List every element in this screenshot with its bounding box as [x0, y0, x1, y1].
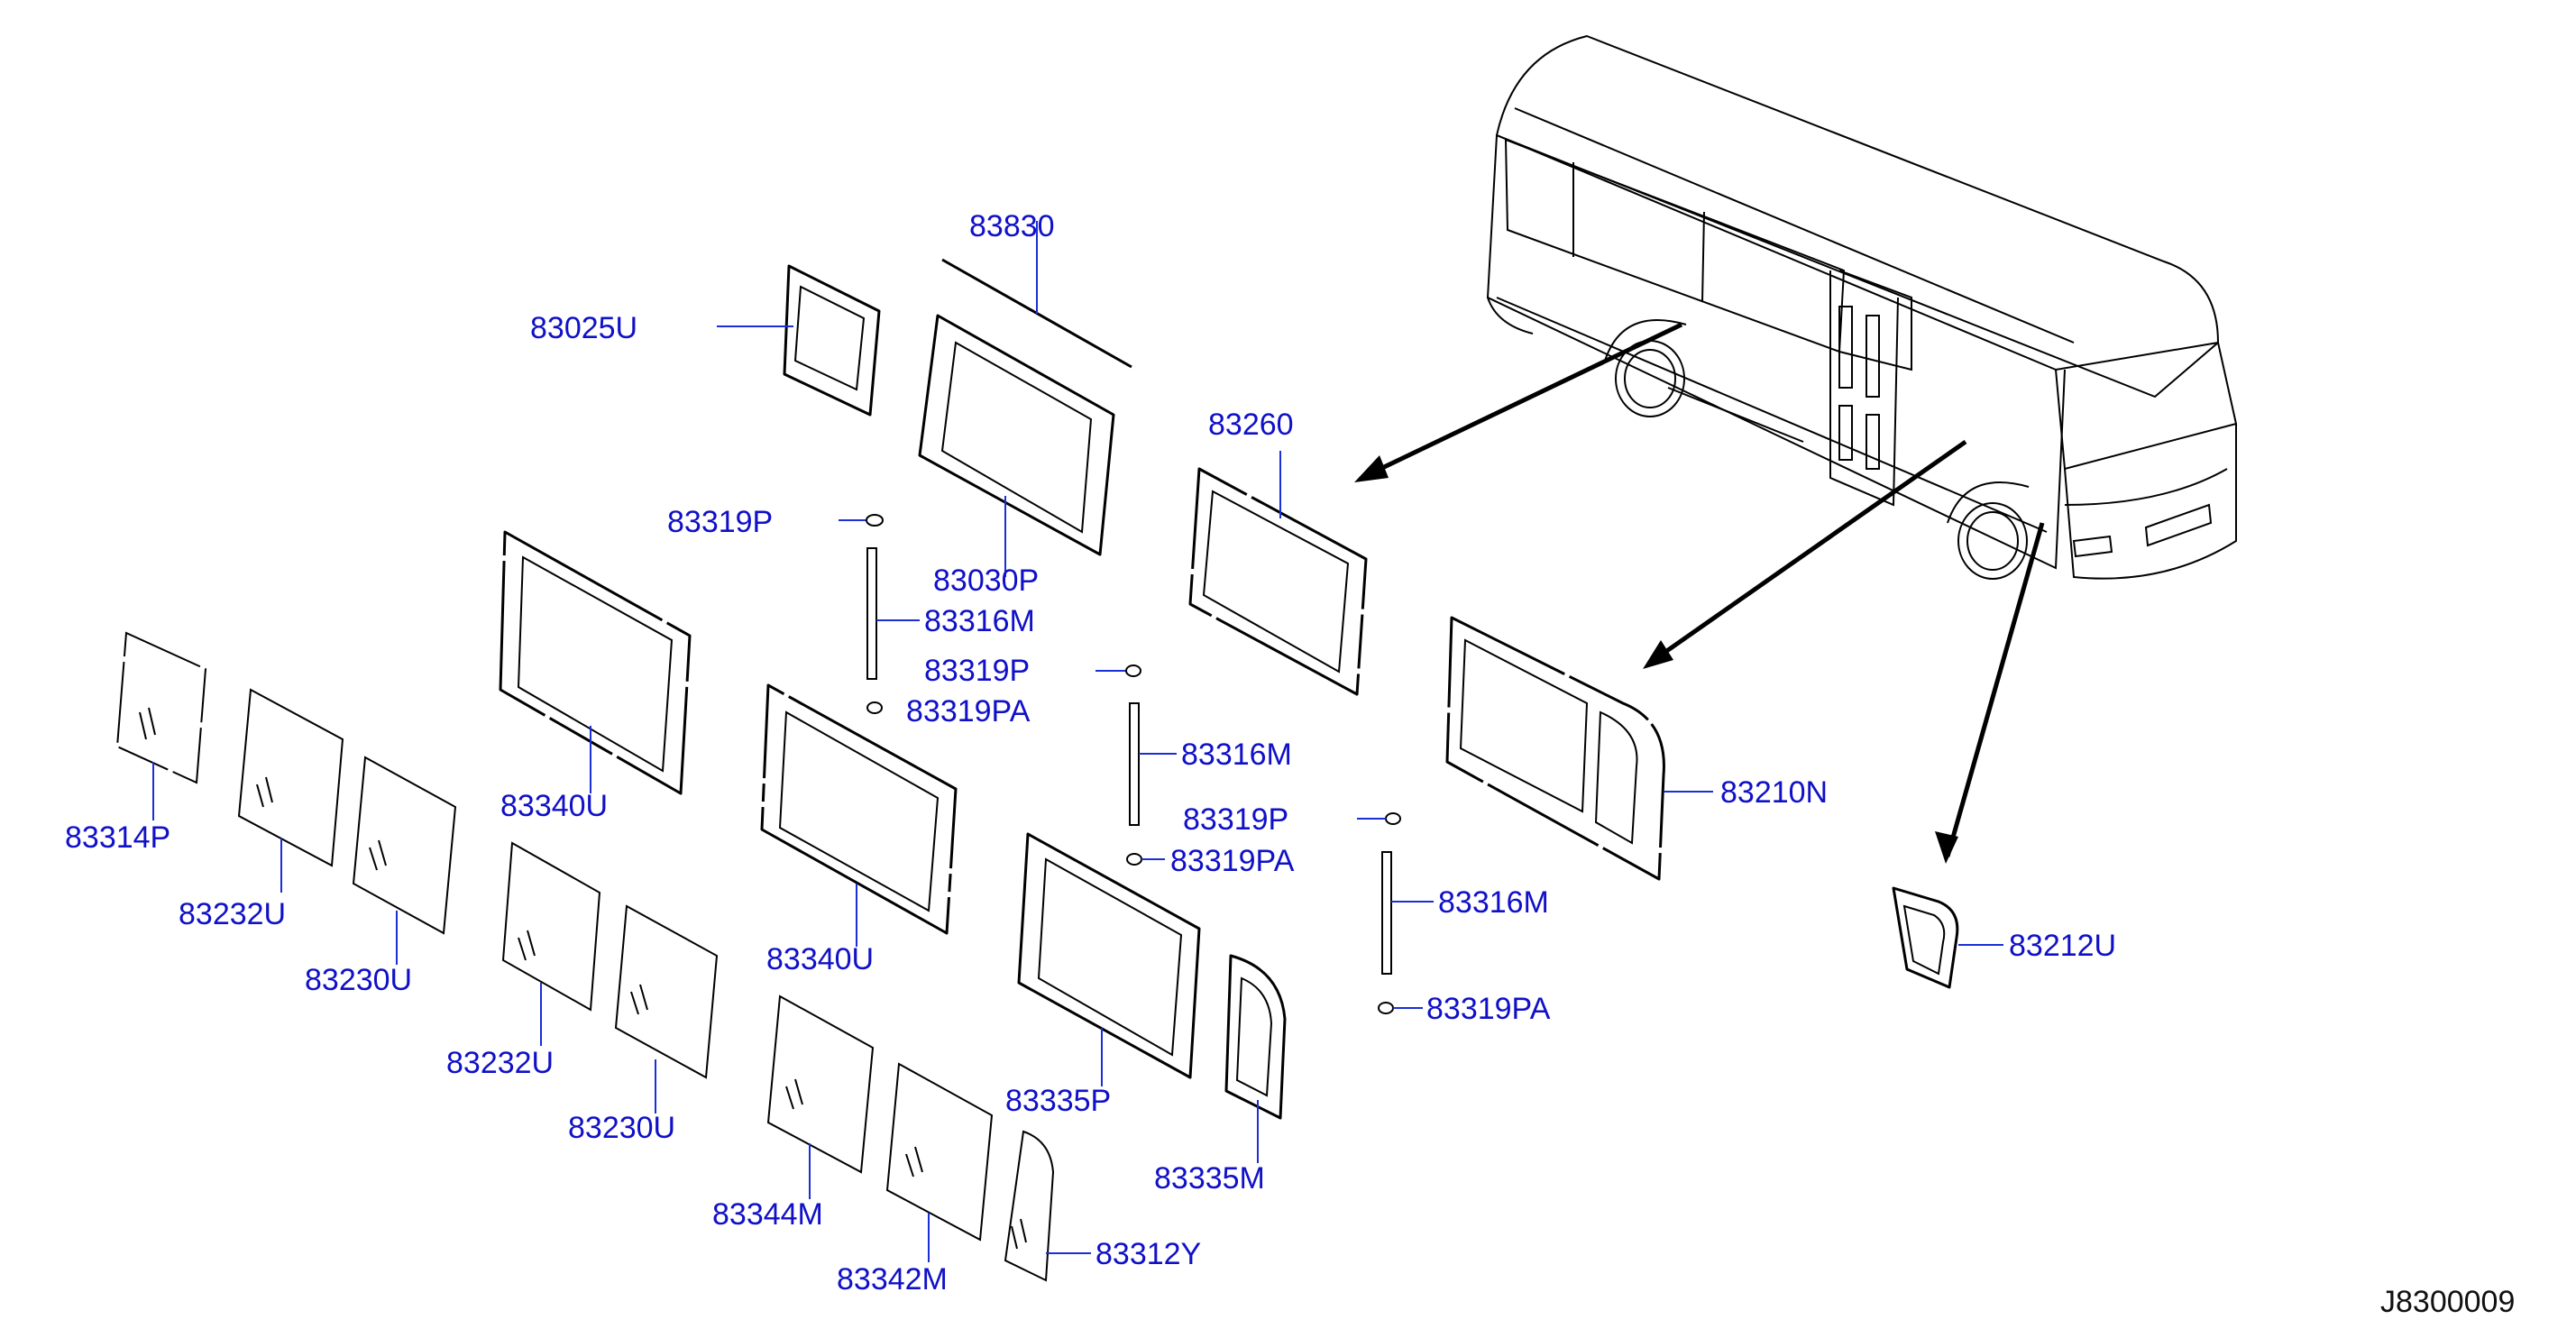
label-83314P[interactable]: 83314P [65, 820, 170, 855]
label-83319P-b[interactable]: 83319P [924, 654, 1030, 688]
clip-83319P-a [866, 514, 884, 527]
frame-83340U-b [760, 683, 958, 935]
label-83830[interactable]: 83830 [969, 209, 1055, 243]
label-83316M-c[interactable]: 83316M [1438, 885, 1549, 920]
bus-illustration [1486, 34, 2238, 580]
label-83210N[interactable]: 83210N [1720, 775, 1828, 810]
label-83260[interactable]: 83260 [1208, 408, 1294, 442]
glass-83230U-a [352, 756, 457, 935]
glass-83232U-a [237, 688, 344, 867]
glass-83342M [885, 1062, 994, 1242]
glass-83312Y [1004, 1130, 1055, 1282]
rod-83316M-b [1129, 702, 1140, 826]
label-83319PA-a[interactable]: 83319PA [906, 694, 1031, 729]
label-83340U-b[interactable]: 83340U [766, 942, 874, 976]
frame-83030P [918, 314, 1115, 556]
clip-83319P-c [1385, 812, 1401, 825]
label-83312Y[interactable]: 83312Y [1095, 1237, 1201, 1271]
clip-83319PA-a [866, 701, 883, 714]
clip-83319PA-c [1378, 1002, 1394, 1014]
frame-83025U [783, 264, 881, 417]
label-83335P[interactable]: 83335P [1005, 1084, 1111, 1118]
glass-83230U-b [614, 904, 719, 1079]
frame-83340U-a [499, 530, 692, 795]
label-83025U[interactable]: 83025U [530, 311, 637, 345]
label-83319PA-b[interactable]: 83319PA [1170, 844, 1295, 878]
frame-83212U [1892, 886, 1959, 989]
label-83340U-a[interactable]: 83340U [500, 789, 608, 823]
rod-83316M-c [1381, 851, 1392, 975]
frame-83335P [1017, 832, 1201, 1079]
label-83316M-b[interactable]: 83316M [1181, 738, 1292, 772]
label-83030P[interactable]: 83030P [933, 564, 1039, 598]
label-83319PA-c[interactable]: 83319PA [1426, 992, 1551, 1026]
label-83344M[interactable]: 83344M [712, 1197, 823, 1232]
label-83316M-a[interactable]: 83316M [924, 604, 1035, 638]
part-labels: 83830 83025U 83260 83319P 83030P 83316M … [65, 209, 2116, 1297]
label-83230U-a[interactable]: 83230U [305, 963, 412, 997]
label-83342M[interactable]: 83342M [837, 1262, 948, 1297]
clip-83319P-b [1125, 664, 1141, 677]
label-83230U-b[interactable]: 83230U [568, 1111, 675, 1145]
label-83319P-c[interactable]: 83319P [1183, 802, 1288, 837]
label-83212U[interactable]: 83212U [2009, 929, 2116, 963]
glass-83314P [115, 631, 207, 784]
label-83232U-a[interactable]: 83232U [179, 897, 286, 931]
rod-83316M-a [866, 547, 877, 680]
frame-83260 [1188, 467, 1368, 696]
frame-83210N [1445, 616, 1665, 881]
frame-83335M [1224, 954, 1287, 1120]
glass-83344M [766, 994, 875, 1174]
pointer-arrows [1354, 322, 2045, 864]
label-83232U-b[interactable]: 83232U [446, 1046, 554, 1080]
glass-83232U-b [501, 841, 601, 1012]
label-83335M[interactable]: 83335M [1154, 1161, 1265, 1196]
diagram-reference-code: J8300009 [2380, 1285, 2515, 1319]
clip-83319PA-b [1126, 853, 1142, 866]
label-83319P-a[interactable]: 83319P [667, 505, 773, 539]
